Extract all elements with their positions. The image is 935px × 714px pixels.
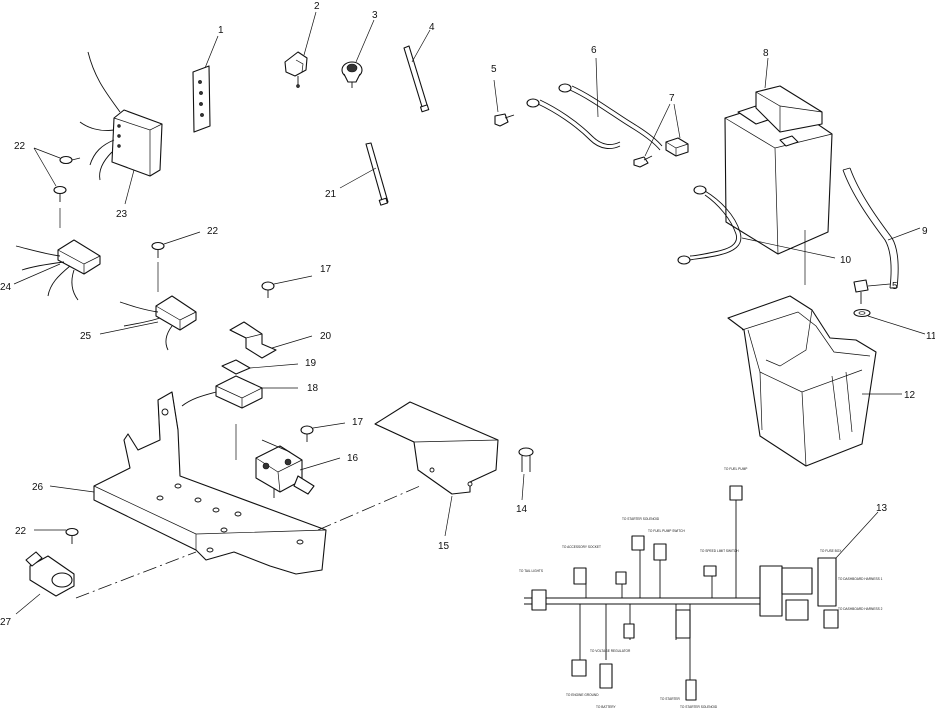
assembly-lines [75, 485, 421, 599]
part-8-battery [724, 57, 833, 255]
harness-label-speed-limit-switch: TO SPEED LIMIT SWITCH [700, 549, 739, 553]
part-23-voltage-regulator [79, 51, 163, 205]
callout-23: 23 [116, 209, 128, 220]
callout-18: 18 [307, 383, 319, 394]
callout-26: 26 [32, 482, 44, 493]
part-2-clip [284, 11, 317, 88]
harness-label-fuel-pump: TO FUEL PUMP [724, 467, 747, 471]
harness-label-fuel-pump-switch: TO FUEL PUMP SWITCH [648, 529, 685, 533]
part-21-cable-tie [339, 142, 389, 206]
part-27-capacitor [15, 551, 75, 615]
harness-label-starter: TO STARTER [660, 697, 681, 701]
callout-17-lower: 17 [352, 417, 364, 428]
callout-11: 11 [926, 331, 935, 342]
callout-25: 25 [80, 331, 92, 342]
callout-9: 9 [922, 226, 928, 237]
part-12-battery-box [727, 295, 902, 467]
part-26-mounting-bracket [49, 391, 327, 575]
callout-2: 2 [314, 1, 320, 12]
callout-12: 12 [904, 390, 916, 401]
callout-14: 14 [516, 504, 528, 515]
part-7-hardware [633, 103, 689, 168]
callout-17-upper: 17 [320, 264, 332, 275]
callout-27: 27 [0, 617, 12, 628]
harness-label-engine-ground: TO ENGINE GROUND [566, 693, 599, 697]
callout-19: 19 [305, 358, 317, 369]
part-13-wiring-harness: TO TAIL LIGHTS TO ACCESSORY SOCKET TO ST… [519, 467, 883, 709]
callout-7: 7 [669, 93, 675, 104]
part-4-cable-tie [403, 29, 431, 113]
harness-label-dashboard-1: TO DASHBOARD HARNESS 1 [838, 577, 883, 581]
callout-20: 20 [320, 331, 332, 342]
harness-label-starter-solenoid-b: TO STARTER SOLENOID [680, 705, 718, 709]
callout-10: 10 [840, 255, 852, 266]
harness-label-voltage-regulator: TO VOLTAGE REGULATOR [590, 649, 631, 653]
part-20-bracket [229, 321, 313, 359]
part-9-hold-down-strap [842, 167, 921, 289]
harness-label-fuse-box: TO FUSE BOX [820, 549, 842, 553]
part-5-bolt-lower [853, 279, 891, 304]
part-24-cdi-module [13, 239, 101, 301]
part-19-pad [221, 359, 299, 375]
part-25-rectifier [99, 295, 197, 351]
part-14-bolt [518, 447, 534, 501]
harness-label-starter-solenoid: TO STARTER SOLENOID [622, 517, 660, 521]
callout-15: 15 [438, 541, 450, 552]
callout-5-lower: 5 [892, 281, 898, 292]
part-1-mounting-strip [192, 35, 219, 133]
callout-21: 21 [325, 189, 337, 200]
part-10-negative-cable [677, 185, 836, 285]
part-18-module [181, 375, 298, 460]
part-17-screw-upper [261, 275, 313, 298]
part-11-washer [853, 308, 926, 335]
callout-5-upper: 5 [491, 64, 497, 75]
harness-label-battery: TO BATTERY [596, 705, 617, 709]
callout-22-top: 22 [14, 141, 26, 152]
callout-16: 16 [347, 453, 359, 464]
part-22-screw-middle [151, 231, 201, 292]
harness-label-tail-lights: TO TAIL LIGHTS [519, 569, 543, 573]
part-5-bolt-upper [493, 79, 515, 127]
part-6-battery-cable [526, 57, 663, 151]
callout-22-lower: 22 [15, 526, 27, 537]
callout-3: 3 [372, 10, 378, 21]
callout-6: 6 [591, 45, 597, 56]
part-16-solenoid [255, 439, 341, 498]
harness-label-accessory-socket: TO ACCESSORY SOCKET [562, 545, 601, 549]
part-17-screw-lower [300, 422, 346, 442]
part-22-screw-lower [34, 527, 79, 544]
callout-4: 4 [429, 22, 435, 33]
part-15-cover [374, 401, 499, 537]
callout-13: 13 [876, 503, 888, 514]
harness-label-dashboard-2: TO DASHBOARD HARNESS 2 [838, 607, 883, 611]
part-22-screw-top [33, 147, 81, 228]
part-3-grommet [341, 19, 375, 88]
callout-1: 1 [218, 25, 224, 36]
callout-22-middle: 22 [207, 226, 219, 237]
callout-24: 24 [0, 282, 12, 293]
callout-8: 8 [763, 48, 769, 59]
